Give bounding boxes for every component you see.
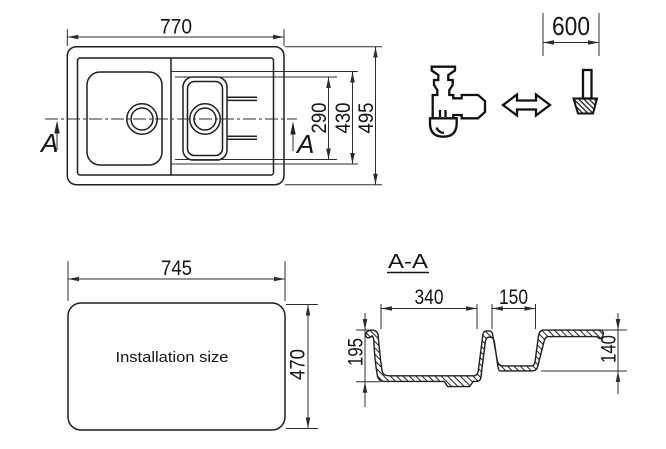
dim-290-label: 290 [308,103,331,134]
section-arrow-right [290,121,296,135]
dim-195-label: 195 [345,338,368,366]
drain-grooves [227,96,257,141]
dim-340: 340 [380,286,478,329]
dim-770: 770 [66,16,285,46]
dim-745: 745 [67,257,286,301]
dim-150: 150 [491,286,536,329]
dim-470-label: 470 [287,349,310,380]
dim-470: 470 [286,304,318,429]
dim-140: 140 [598,313,621,394]
siphon-icon [428,65,487,138]
interchange-arrows-icon [501,92,552,118]
section-marker-left-label: A [39,128,58,158]
tap-unit-group: 600 [428,11,600,138]
installation-group: Installation size 745 470 [67,257,318,431]
section-cut-left: A [39,120,60,158]
installation-outline [67,302,286,431]
top-view-drawing: A A 770 290 430 [39,16,382,186]
dim-430-label: 430 [332,103,355,134]
dim-430: 430 [171,71,358,165]
dim-290: 290 [175,76,337,160]
dim-495-label: 495 [355,103,378,134]
dim-150-label: 150 [499,286,528,309]
installation-label: Installation size [116,349,229,366]
dim-495: 495 [285,46,382,186]
strainer-icon [572,68,599,115]
dim-195: 195 [345,313,368,407]
dim-340-label: 340 [415,286,444,309]
section-profile [364,329,604,388]
dim-140-label: 140 [598,335,621,363]
section-arrow-left [54,120,60,134]
sink-outer-rim [66,45,285,186]
section-cut-right: A [290,121,314,159]
section-title: A-A [388,251,429,273]
dim-600: 600 [542,11,600,56]
sink-inner-rim [76,57,275,176]
section-marker-right-label: A [295,129,314,159]
main-drain-inner [130,107,154,131]
dim-600-label: 600 [552,11,590,41]
dim-745-label: 745 [161,257,192,280]
section-view-group: A-A 340 150 195 [345,251,627,407]
dim-770-label: 770 [160,16,192,39]
